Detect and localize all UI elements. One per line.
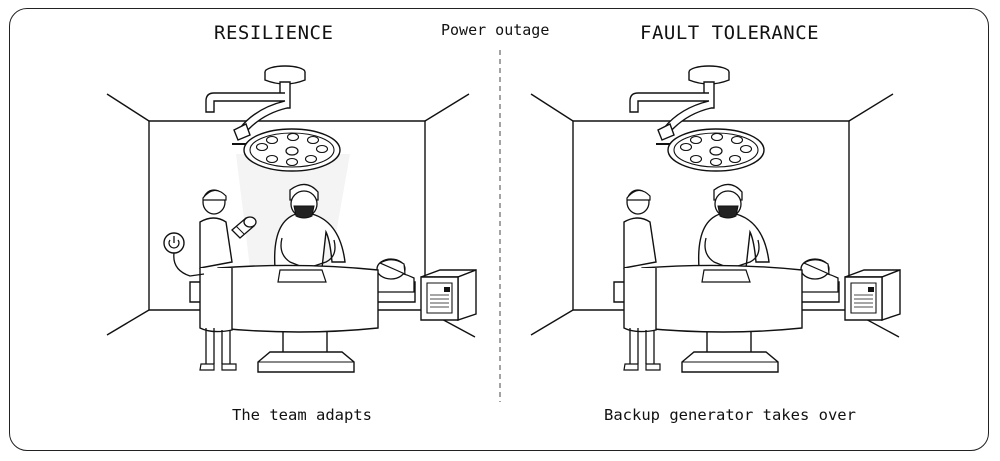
diagram-frame: [9, 8, 989, 451]
fault-tolerance-caption: Backup generator takes over: [604, 406, 856, 424]
resilience-caption: The team adapts: [232, 406, 372, 424]
resilience-scene: [106, 65, 477, 373]
power-icon: [164, 233, 204, 276]
fault-tolerance-heading: FAULT TOLERANCE: [640, 22, 820, 44]
fault-tolerance-scene: [530, 65, 901, 373]
resilience-heading: RESILIENCE: [214, 22, 334, 44]
flashlight-icon: [232, 217, 256, 238]
power-outage-label: Power outage: [441, 21, 550, 39]
